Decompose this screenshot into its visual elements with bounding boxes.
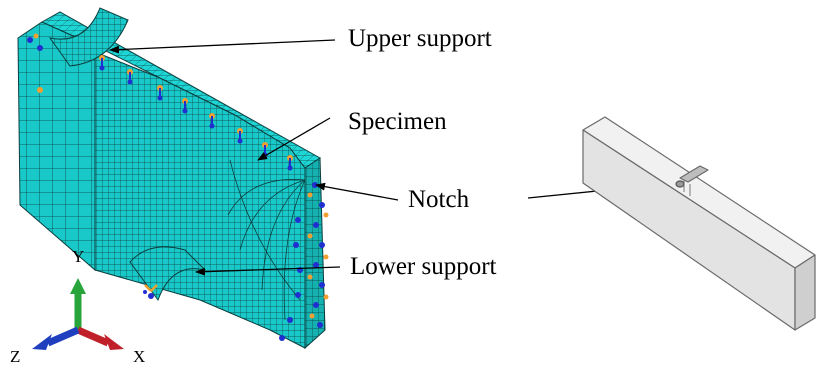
physical-specimen-end <box>794 254 816 331</box>
z-axis-label: Z <box>10 347 20 366</box>
upper-support-label: Upper support <box>348 25 492 52</box>
lower-support-leader <box>195 266 341 276</box>
x-axis-label: X <box>133 347 145 366</box>
y-axis-label: Y <box>72 247 84 266</box>
notch-mesh-fan <box>227 159 306 321</box>
z-axis-arrow <box>32 334 52 350</box>
axis-triad: Y X Z <box>10 247 145 366</box>
boundary-condition-markers <box>27 33 329 341</box>
reference-point-marker <box>143 284 158 299</box>
upper-support-leader <box>109 39 336 54</box>
lower-support-label: Lower support <box>350 253 497 280</box>
notch-leader-left <box>315 182 399 201</box>
upper-support-shape <box>48 7 129 67</box>
physical-specimen <box>582 116 816 331</box>
physical-specimen-notch <box>679 165 709 183</box>
y-axis-arrow <box>70 278 86 294</box>
x-axis-arrow <box>104 334 124 350</box>
notch-label: Notch <box>408 186 470 213</box>
specimen-label: Specimen <box>348 108 447 135</box>
specimen-leader <box>257 117 331 161</box>
fem-model <box>17 7 329 350</box>
